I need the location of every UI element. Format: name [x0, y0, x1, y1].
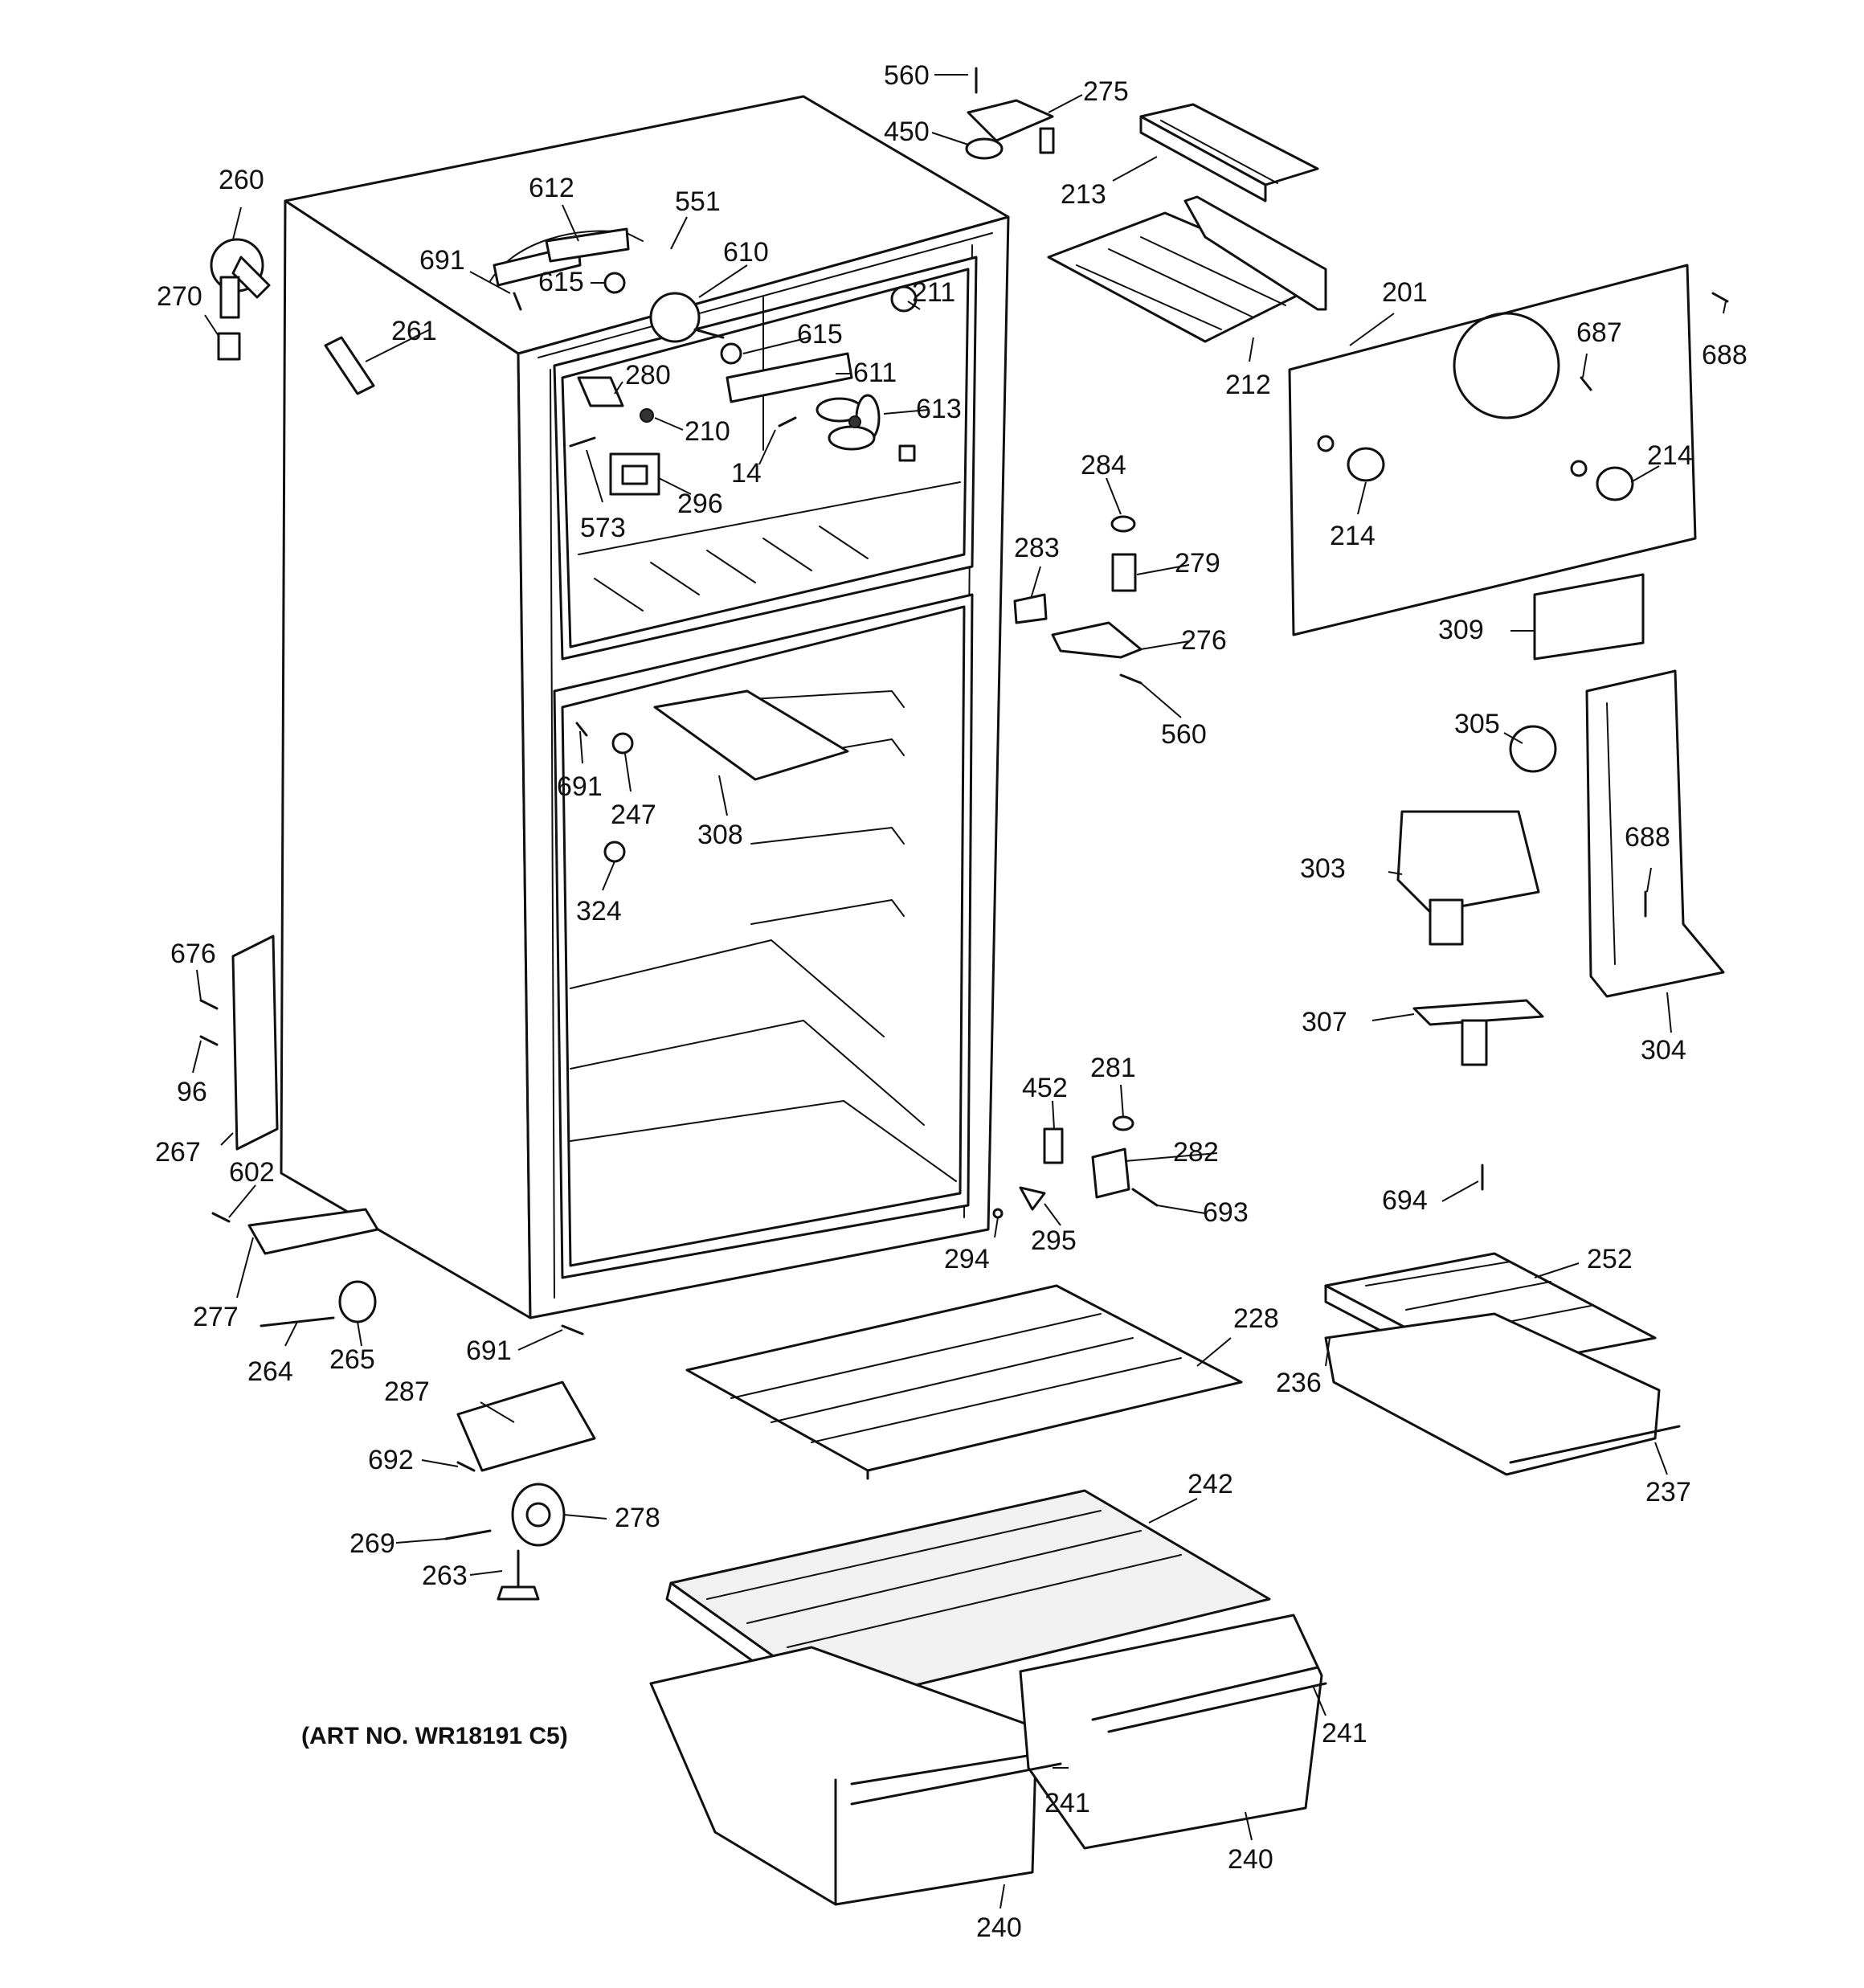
callout-240: 240: [1228, 1844, 1273, 1875]
callout-264: 264: [247, 1356, 293, 1387]
callout-287: 287: [384, 1376, 430, 1407]
callout-241: 241: [1322, 1718, 1367, 1749]
callout-573: 573: [580, 513, 626, 543]
callout-692: 692: [368, 1445, 414, 1475]
crisper-drawers: [649, 1614, 1327, 1906]
callout-260: 260: [219, 165, 264, 195]
fan-blade-icon: [816, 394, 881, 451]
callout-240: 240: [976, 1912, 1022, 1943]
callout-211: 211: [912, 277, 955, 308]
callout-694: 694: [1382, 1185, 1428, 1216]
callout-213: 213: [1061, 179, 1106, 210]
freezer-parts: [489, 227, 918, 496]
callout-309: 309: [1438, 615, 1484, 645]
callout-324: 324: [576, 896, 622, 927]
hinge-and-cover-parts: [575, 515, 1725, 1219]
callout-241: 241: [1044, 1788, 1090, 1818]
bottom-left-parts: [444, 1381, 596, 1601]
callout-611: 611: [853, 358, 897, 388]
callout-551: 551: [675, 186, 721, 217]
callout-296: 296: [677, 489, 723, 519]
callout-602: 602: [229, 1157, 275, 1188]
callout-265: 265: [329, 1344, 375, 1375]
callout-282: 282: [1173, 1137, 1219, 1168]
callout-96: 96: [177, 1077, 207, 1107]
callout-210: 210: [685, 416, 730, 447]
callout-236: 236: [1276, 1368, 1322, 1398]
callout-610: 610: [723, 237, 769, 268]
callout-688: 688: [1625, 822, 1670, 853]
callout-281: 281: [1090, 1053, 1136, 1083]
callout-279: 279: [1175, 548, 1220, 579]
callout-214: 214: [1647, 440, 1693, 471]
callout-284: 284: [1081, 450, 1126, 481]
callout-247: 247: [611, 800, 656, 830]
callout-560: 560: [1161, 719, 1207, 750]
callout-615: 615: [797, 319, 843, 350]
callout-labels: 560 275 450 213 260 612 551 691 615 610 …: [155, 60, 1748, 1943]
callout-305: 305: [1454, 709, 1500, 739]
freezer-compartment: [553, 256, 978, 661]
art-number-caption: (ART NO. WR18191 C5): [301, 1723, 568, 1749]
wire-shelf-228: [685, 1284, 1243, 1480]
callout-295: 295: [1031, 1225, 1077, 1256]
callout-450: 450: [884, 117, 930, 147]
right-drawer-and-cover: [1324, 1252, 1681, 1476]
callout-615: 615: [538, 267, 584, 297]
callout-691: 691: [557, 771, 603, 802]
callout-687: 687: [1576, 317, 1622, 348]
callout-691: 691: [419, 245, 465, 276]
callout-261: 261: [391, 316, 437, 346]
callout-688: 688: [1702, 340, 1748, 370]
callout-283: 283: [1014, 533, 1060, 563]
leader-lines: [192, 74, 1727, 1909]
callout-267: 267: [155, 1137, 201, 1168]
left-side-parts: [199, 238, 584, 1336]
callout-201: 201: [1382, 277, 1428, 308]
callout-612: 612: [529, 173, 574, 203]
callout-14: 14: [731, 458, 762, 489]
callout-307: 307: [1302, 1007, 1347, 1037]
fresh-food-compartment: [553, 593, 974, 1279]
callout-276: 276: [1181, 625, 1227, 656]
callout-275: 275: [1083, 76, 1129, 107]
evaporator-cover: [1288, 264, 1729, 661]
callout-676: 676: [170, 939, 216, 969]
callout-280: 280: [625, 360, 671, 391]
callout-560: 560: [884, 60, 930, 91]
callout-242: 242: [1187, 1469, 1233, 1499]
callout-278: 278: [615, 1503, 660, 1533]
callout-613: 613: [916, 394, 962, 424]
callout-452: 452: [1022, 1073, 1068, 1103]
callout-304: 304: [1641, 1035, 1686, 1066]
ice-tray-and-shelf: [965, 67, 1327, 343]
callout-691: 691: [466, 1336, 512, 1366]
callout-228: 228: [1233, 1303, 1279, 1334]
callout-263: 263: [422, 1561, 468, 1591]
callout-270: 270: [157, 281, 202, 312]
callout-294: 294: [944, 1244, 990, 1274]
callout-693: 693: [1203, 1197, 1249, 1228]
callout-252: 252: [1587, 1244, 1633, 1274]
callout-277: 277: [193, 1302, 239, 1332]
callout-212: 212: [1225, 370, 1271, 400]
callout-303: 303: [1300, 853, 1346, 884]
callout-269: 269: [350, 1528, 395, 1559]
callout-214: 214: [1330, 521, 1376, 551]
callout-308: 308: [697, 820, 743, 850]
callout-237: 237: [1645, 1477, 1691, 1507]
